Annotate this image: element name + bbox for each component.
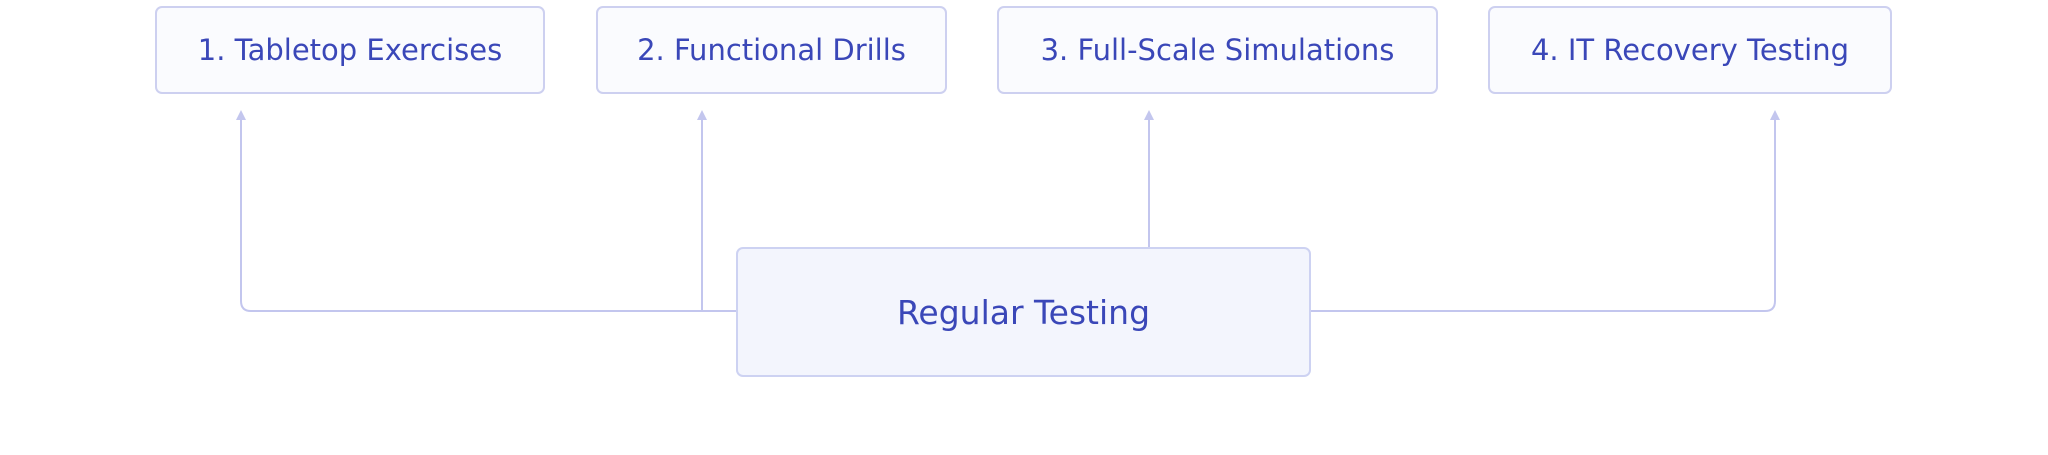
connector-it-recovery xyxy=(1310,120,1776,312)
arrowhead-it-recovery xyxy=(1770,110,1780,120)
node-label: 4. IT Recovery Testing xyxy=(1530,33,1849,67)
node-full-scale-simulations: 3. Full-Scale Simulations xyxy=(997,6,1438,94)
node-tabletop-exercises: 1. Tabletop Exercises xyxy=(155,6,545,94)
root-label: Regular Testing xyxy=(896,292,1151,332)
node-it-recovery-testing: 4. IT Recovery Testing xyxy=(1488,6,1892,94)
node-functional-drills: 2. Functional Drills xyxy=(596,6,947,94)
arrowhead-tabletop xyxy=(236,110,246,120)
arrowhead-fullscale xyxy=(1144,110,1154,120)
node-label: 3. Full-Scale Simulations xyxy=(1040,33,1395,67)
node-label: 1. Tabletop Exercises xyxy=(197,33,503,67)
node-label: 2. Functional Drills xyxy=(637,33,906,67)
connector-tabletop xyxy=(240,120,737,312)
arrowhead-functional xyxy=(697,110,707,120)
node-regular-testing: Regular Testing xyxy=(736,247,1311,377)
